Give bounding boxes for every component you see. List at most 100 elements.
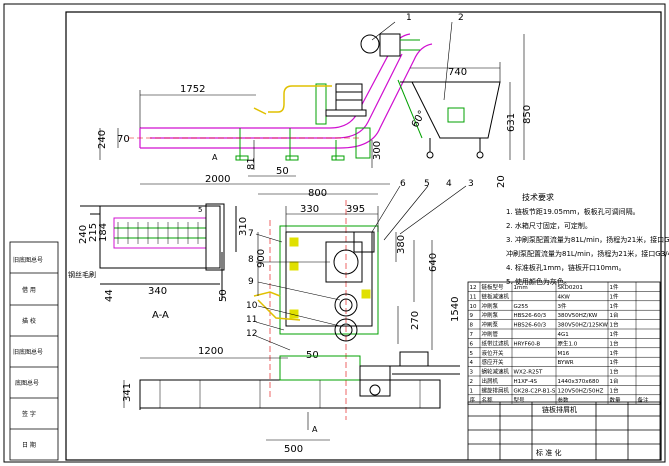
bom-cell: 液位开关 — [482, 349, 505, 357]
note-line: 4. 标准板孔1mm，链板开口10mm。 — [506, 263, 626, 272]
bom-cell: 1件 — [610, 283, 619, 291]
tank-hopper — [397, 79, 501, 159]
dim-1200: 1200 — [198, 346, 223, 357]
bom-cell: HRYF60-B — [514, 341, 541, 347]
dim-44: 44 — [104, 289, 115, 302]
bom-cell: HBS26-60/3 — [514, 313, 547, 319]
bom-cell: 1件 — [610, 358, 619, 366]
bom-cell: 1件 — [610, 302, 619, 310]
bom-cell: 冲刷管 — [482, 330, 499, 338]
dim-300: 300 — [372, 141, 383, 160]
note-line: 3. 冲刷泵配置流量为81L/min，扬程为21米，接口G1"。 — [506, 235, 669, 244]
sheet-border — [3, 3, 666, 463]
section-arrow-a: A — [312, 425, 318, 434]
dim-184: 184 — [98, 223, 109, 242]
bom-cell: HBS26-60/3 — [514, 323, 547, 329]
bom-header-cell: 参数 — [558, 396, 570, 404]
bom-cell: 冲刷泵 — [482, 321, 499, 329]
balloon-5: 5 — [424, 179, 430, 189]
bom-cell: 1440x370x680 — [558, 379, 600, 385]
dim-81: 81 — [246, 157, 257, 170]
dim-60-degree: 60° — [410, 109, 428, 130]
dim-395: 395 — [346, 204, 365, 215]
balloon-10: 10 — [246, 301, 258, 311]
bom-cell: 3 — [470, 370, 474, 376]
bom-cell: WX2-R25T — [514, 370, 544, 376]
note-line: 1. 链板节距19.05mm，板板孔可调间隔。 — [506, 207, 640, 216]
bom-cell: 3件 — [558, 302, 567, 310]
left-strip-labels: 旧底图总号 借 用 描 校 旧底图总号 底图总号 签 字 日 期 — [13, 256, 43, 449]
bom-cell: 4KW — [558, 294, 571, 300]
dim-70: 70 — [117, 134, 130, 145]
drawing-frame — [65, 11, 662, 461]
balloon-1: 1 — [406, 13, 412, 23]
dim-380: 380 — [396, 235, 407, 254]
bom-cell: 链板型号 — [482, 283, 505, 291]
left-strip-table — [9, 241, 59, 461]
balloon-leaders — [255, 21, 467, 351]
bom-cell: 6 — [470, 341, 474, 347]
bom-cell: M16 — [558, 351, 570, 357]
dim-240: 240 — [97, 130, 108, 149]
title-block-footer: 标 准 化 — [536, 448, 561, 457]
note-line: 冲刷泵配置流量为81L/min，扬程为21米，接口G3/4"。 — [506, 249, 669, 258]
dim-310: 310 — [238, 217, 249, 236]
strip-label: 借 用 — [22, 286, 36, 294]
dim-215: 215 — [88, 223, 99, 242]
motor-top — [325, 83, 367, 117]
bom-cell: 120V50HZ/50HZ — [558, 388, 604, 394]
bom-cell: 1台 — [610, 321, 619, 329]
dim-1752: 1752 — [180, 84, 205, 95]
note-line: 2. 水箱尺寸固定，可定制。 — [506, 221, 592, 230]
balloon-8: 8 — [248, 255, 254, 265]
conveyor-supports — [235, 83, 371, 161]
notes-title: 技术要求 — [522, 192, 554, 202]
strip-label: 旧底图总号 — [13, 256, 43, 264]
note-line: 5. 使用颜色为灰色。 — [506, 277, 571, 286]
strip-label: 日 期 — [22, 441, 36, 449]
bom-cell: GK28-C2P-B1-S — [514, 388, 556, 394]
bom-frame — [467, 281, 661, 405]
dim-800: 800 — [308, 188, 327, 199]
plan-view — [279, 225, 379, 342]
bom-cell: 1台 — [610, 386, 619, 394]
balloon-12: 12 — [246, 329, 257, 339]
bom-cell: 蜗轮减速机 — [482, 368, 510, 376]
bom-cell: G255 — [514, 304, 529, 310]
bom-cell: H1XF-4S — [514, 379, 538, 385]
bom-cell: 出屑机 — [482, 377, 499, 385]
balloon-2: 2 — [458, 13, 464, 23]
bom-cell: 原生1.0 — [558, 339, 578, 347]
strip-label: 旧底图总号 — [13, 348, 43, 356]
bom-cell: 10 — [470, 304, 477, 310]
dim-900: 900 — [256, 249, 267, 268]
bom-cell: 11 — [470, 294, 477, 300]
bom-cell: 1件 — [610, 292, 619, 300]
balloon-numbers: 1 2 3 4 5 6 7 8 9 10 11 12 — [246, 13, 474, 339]
centerlines — [128, 137, 360, 420]
drive-head — [360, 33, 420, 57]
dim-lines-top — [99, 34, 525, 195]
dim-5: 5 — [198, 206, 202, 214]
dim-850: 850 — [522, 105, 533, 124]
dim-500: 500 — [284, 444, 303, 455]
bom-cell: 1件 — [610, 330, 619, 338]
section-arrow-a2: A — [212, 153, 218, 162]
bom-cell: 4G1 — [558, 332, 569, 338]
bom-cell: 1件 — [610, 349, 619, 357]
bom-header-cell: 名称 — [482, 396, 494, 404]
balloon-4: 4 — [446, 179, 452, 189]
plan-dims — [257, 206, 433, 350]
dim-270: 270 — [410, 311, 421, 330]
bom-cell: SKD0201 — [558, 285, 583, 291]
bom-header-cell: 备注 — [638, 396, 650, 404]
balloon-11: 11 — [246, 315, 257, 325]
dim-640: 640 — [428, 253, 439, 272]
bom-cell: 冲刷泵 — [482, 302, 499, 310]
dim-240-section: 240 — [78, 225, 89, 244]
dim-330: 330 — [300, 204, 319, 215]
balloon-6: 6 — [400, 179, 406, 189]
bom-cell: 1台 — [610, 311, 619, 319]
dim-341: 341 — [122, 383, 133, 402]
